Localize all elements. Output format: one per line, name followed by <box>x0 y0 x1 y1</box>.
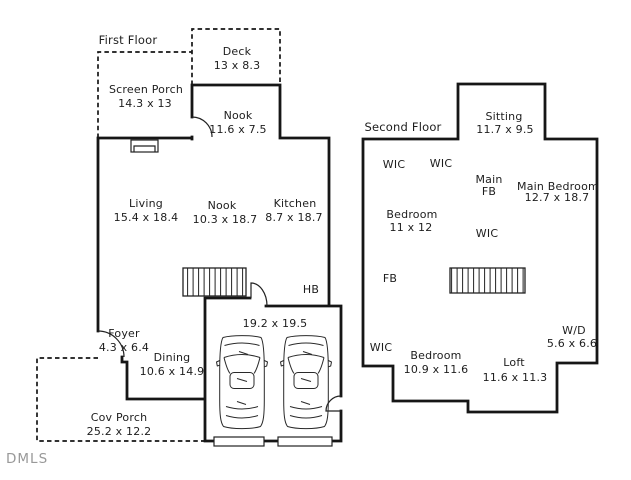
room-dims-main-bedroom: 12.7 x 18.7 <box>525 191 590 204</box>
room-label-sitting: Sitting <box>485 110 522 123</box>
room-label-bedroom-lower: Bedroom <box>410 349 461 362</box>
room-label-main-fb-line2: FB <box>482 185 496 198</box>
fireplace-icon <box>130 139 159 153</box>
room-dims-living: 15.4 x 18.4 <box>114 211 179 224</box>
second-floor-walls <box>361 82 599 414</box>
room-label-main-fb-line1: Main <box>475 173 502 186</box>
nook-door-arc-icon <box>191 116 213 138</box>
room-label-cov-porch: Cov Porch <box>91 411 148 424</box>
second-floor-stairs-icon <box>449 267 526 294</box>
room-dims-sitting: 11.7 x 9.5 <box>476 123 534 136</box>
room-dims-cov-porch: 25.2 x 12.2 <box>87 425 152 438</box>
room-label-nook: Nook <box>208 199 237 212</box>
first-floor-plan: First Floor Deck 13 x 8.3 Screen Porch 1… <box>36 28 343 447</box>
room-label-dining: Dining <box>154 351 191 364</box>
room-dims-nook: 10.3 x 18.7 <box>193 213 258 226</box>
room-dims-nook-upper: 11.6 x 7.5 <box>209 123 267 136</box>
room-dims-dining: 10.6 x 14.9 <box>140 365 205 378</box>
room-dims-screen-porch: 14.3 x 13 <box>118 97 172 110</box>
room-label-loft: Loft <box>503 356 525 369</box>
garage-entry-door-arc-icon <box>250 282 268 307</box>
garage-side-door-arc-icon <box>325 395 342 412</box>
garage-dims: 19.2 x 19.5 <box>243 317 308 330</box>
room-dims-laundry: 5.6 x 6.6 <box>547 337 597 350</box>
hose-bib-label: HB <box>303 283 319 296</box>
room-label-wic-nw: WIC <box>383 158 406 171</box>
first-floor-walls <box>96 83 343 443</box>
room-label-fb: FB <box>383 272 397 285</box>
first-floor-stairs-icon <box>182 267 247 297</box>
room-label-wic-n: WIC <box>430 157 453 170</box>
room-dims-foyer: 4.3 x 6.4 <box>99 341 149 354</box>
room-dims-deck: 13 x 8.3 <box>214 59 261 72</box>
garage-door <box>277 436 333 447</box>
room-label-bedroom-upper: Bedroom <box>386 208 437 221</box>
room-label-main-bedroom: Main Bedroom <box>517 180 599 193</box>
cov-porch-outline <box>36 357 205 442</box>
room-dims-bedroom-lower: 10.9 x 11.6 <box>404 363 469 376</box>
room-label-wic-sw: WIC <box>370 341 393 354</box>
second-floor-title: Second Floor <box>365 120 442 134</box>
room-label-kitchen: Kitchen <box>274 197 317 210</box>
garage-door <box>213 436 265 447</box>
room-label-laundry: W/D <box>562 324 586 337</box>
first-floor-title: First Floor <box>99 33 158 47</box>
room-label-deck: Deck <box>223 45 252 58</box>
deck-outline <box>191 28 281 85</box>
room-label-nook-upper: Nook <box>224 109 253 122</box>
car-icon <box>280 335 332 430</box>
room-label-foyer: Foyer <box>108 327 140 340</box>
room-label-living: Living <box>129 197 163 210</box>
room-label-wic-center: WIC <box>476 227 499 240</box>
room-dims-loft: 11.6 x 11.3 <box>483 371 548 384</box>
room-dims-kitchen: 8.7 x 18.7 <box>265 211 323 224</box>
foyer-door-arc-icon <box>97 330 125 358</box>
room-dims-bedroom-upper: 11 x 12 <box>390 221 433 234</box>
car-icon <box>216 335 268 430</box>
dmls-watermark: DMLS <box>6 451 48 467</box>
room-label-screen-porch: Screen Porch <box>109 83 183 96</box>
second-floor-plan: Second Floor Sitting 11.7 x 9.5 WIC WIC … <box>361 82 599 414</box>
screen-porch-outline <box>97 51 192 138</box>
